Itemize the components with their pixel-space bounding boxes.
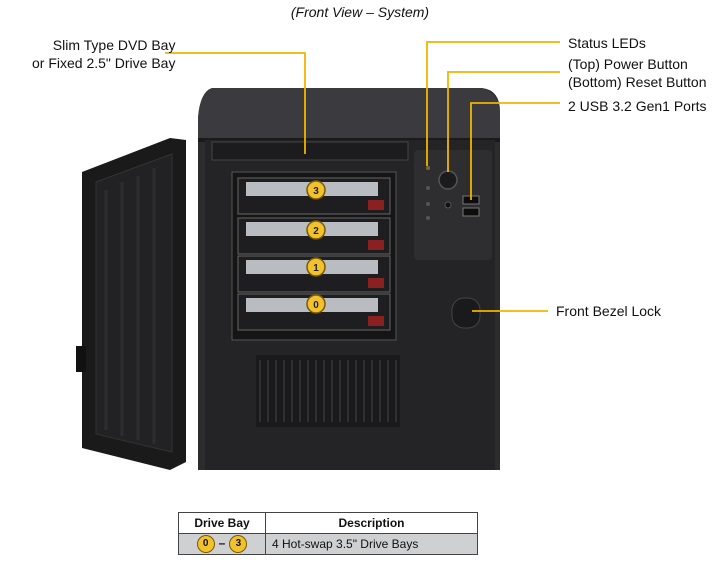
front-bezel-lock bbox=[451, 297, 481, 329]
svg-text:3: 3 bbox=[313, 186, 319, 197]
table-cell-description: 4 Hot-swap 3.5" Drive Bays bbox=[265, 533, 478, 555]
table-row: 0–3 4 Hot-swap 3.5" Drive Bays bbox=[178, 533, 478, 555]
door-hinge bbox=[76, 346, 86, 372]
callout-usb-ports: 2 USB 3.2 Gen1 Ports bbox=[568, 98, 707, 114]
callout-dvd-bay: Slim Type DVD Bay or Fixed 2.5" Drive Ba… bbox=[32, 36, 175, 72]
callout-dvd-bay-line2: or Fixed 2.5" Drive Bay bbox=[32, 55, 176, 71]
bay-badge-from: 0 bbox=[196, 535, 215, 553]
drive-badge-1: 1 bbox=[306, 257, 326, 277]
front-vent bbox=[256, 355, 400, 427]
drive-bay-table: Drive Bay Description 0–3 4 Hot-swap 3.5… bbox=[178, 512, 478, 555]
table-header-drive-bay: Drive Bay bbox=[178, 512, 266, 534]
callout-power-button: (Top) Power Button bbox=[568, 56, 688, 72]
drive-badge-0: 0 bbox=[306, 294, 326, 314]
figure-caption: (Front View – System) bbox=[290, 4, 430, 20]
dvd-bay-slot bbox=[211, 141, 409, 161]
svg-text:0: 0 bbox=[313, 300, 319, 311]
drive-badge-2: 2 bbox=[306, 220, 326, 240]
drive-badge-3: 3 bbox=[306, 180, 326, 200]
callout-reset-button: (Bottom) Reset Button bbox=[568, 74, 707, 90]
table-cell-drive-bay: 0–3 bbox=[178, 533, 266, 555]
door-ribs bbox=[104, 168, 156, 444]
bay-range-separator: – bbox=[218, 536, 226, 551]
reset-button bbox=[444, 201, 452, 209]
table-header-row: Drive Bay Description bbox=[178, 512, 478, 534]
svg-text:2: 2 bbox=[313, 226, 319, 237]
callout-status-leds: Status LEDs bbox=[568, 35, 646, 51]
control-panel bbox=[414, 150, 492, 260]
chassis-top bbox=[198, 88, 500, 140]
table-header-description: Description bbox=[265, 512, 478, 534]
callout-lines bbox=[165, 41, 560, 312]
power-button bbox=[438, 170, 458, 190]
bay-badge-to: 3 bbox=[229, 535, 248, 553]
callout-dvd-bay-line1: Slim Type DVD Bay bbox=[52, 37, 176, 53]
status-leds bbox=[426, 166, 430, 220]
callout-bezel-lock: Front Bezel Lock bbox=[556, 303, 662, 319]
svg-text:1: 1 bbox=[313, 263, 319, 274]
vent-slats bbox=[259, 360, 397, 422]
